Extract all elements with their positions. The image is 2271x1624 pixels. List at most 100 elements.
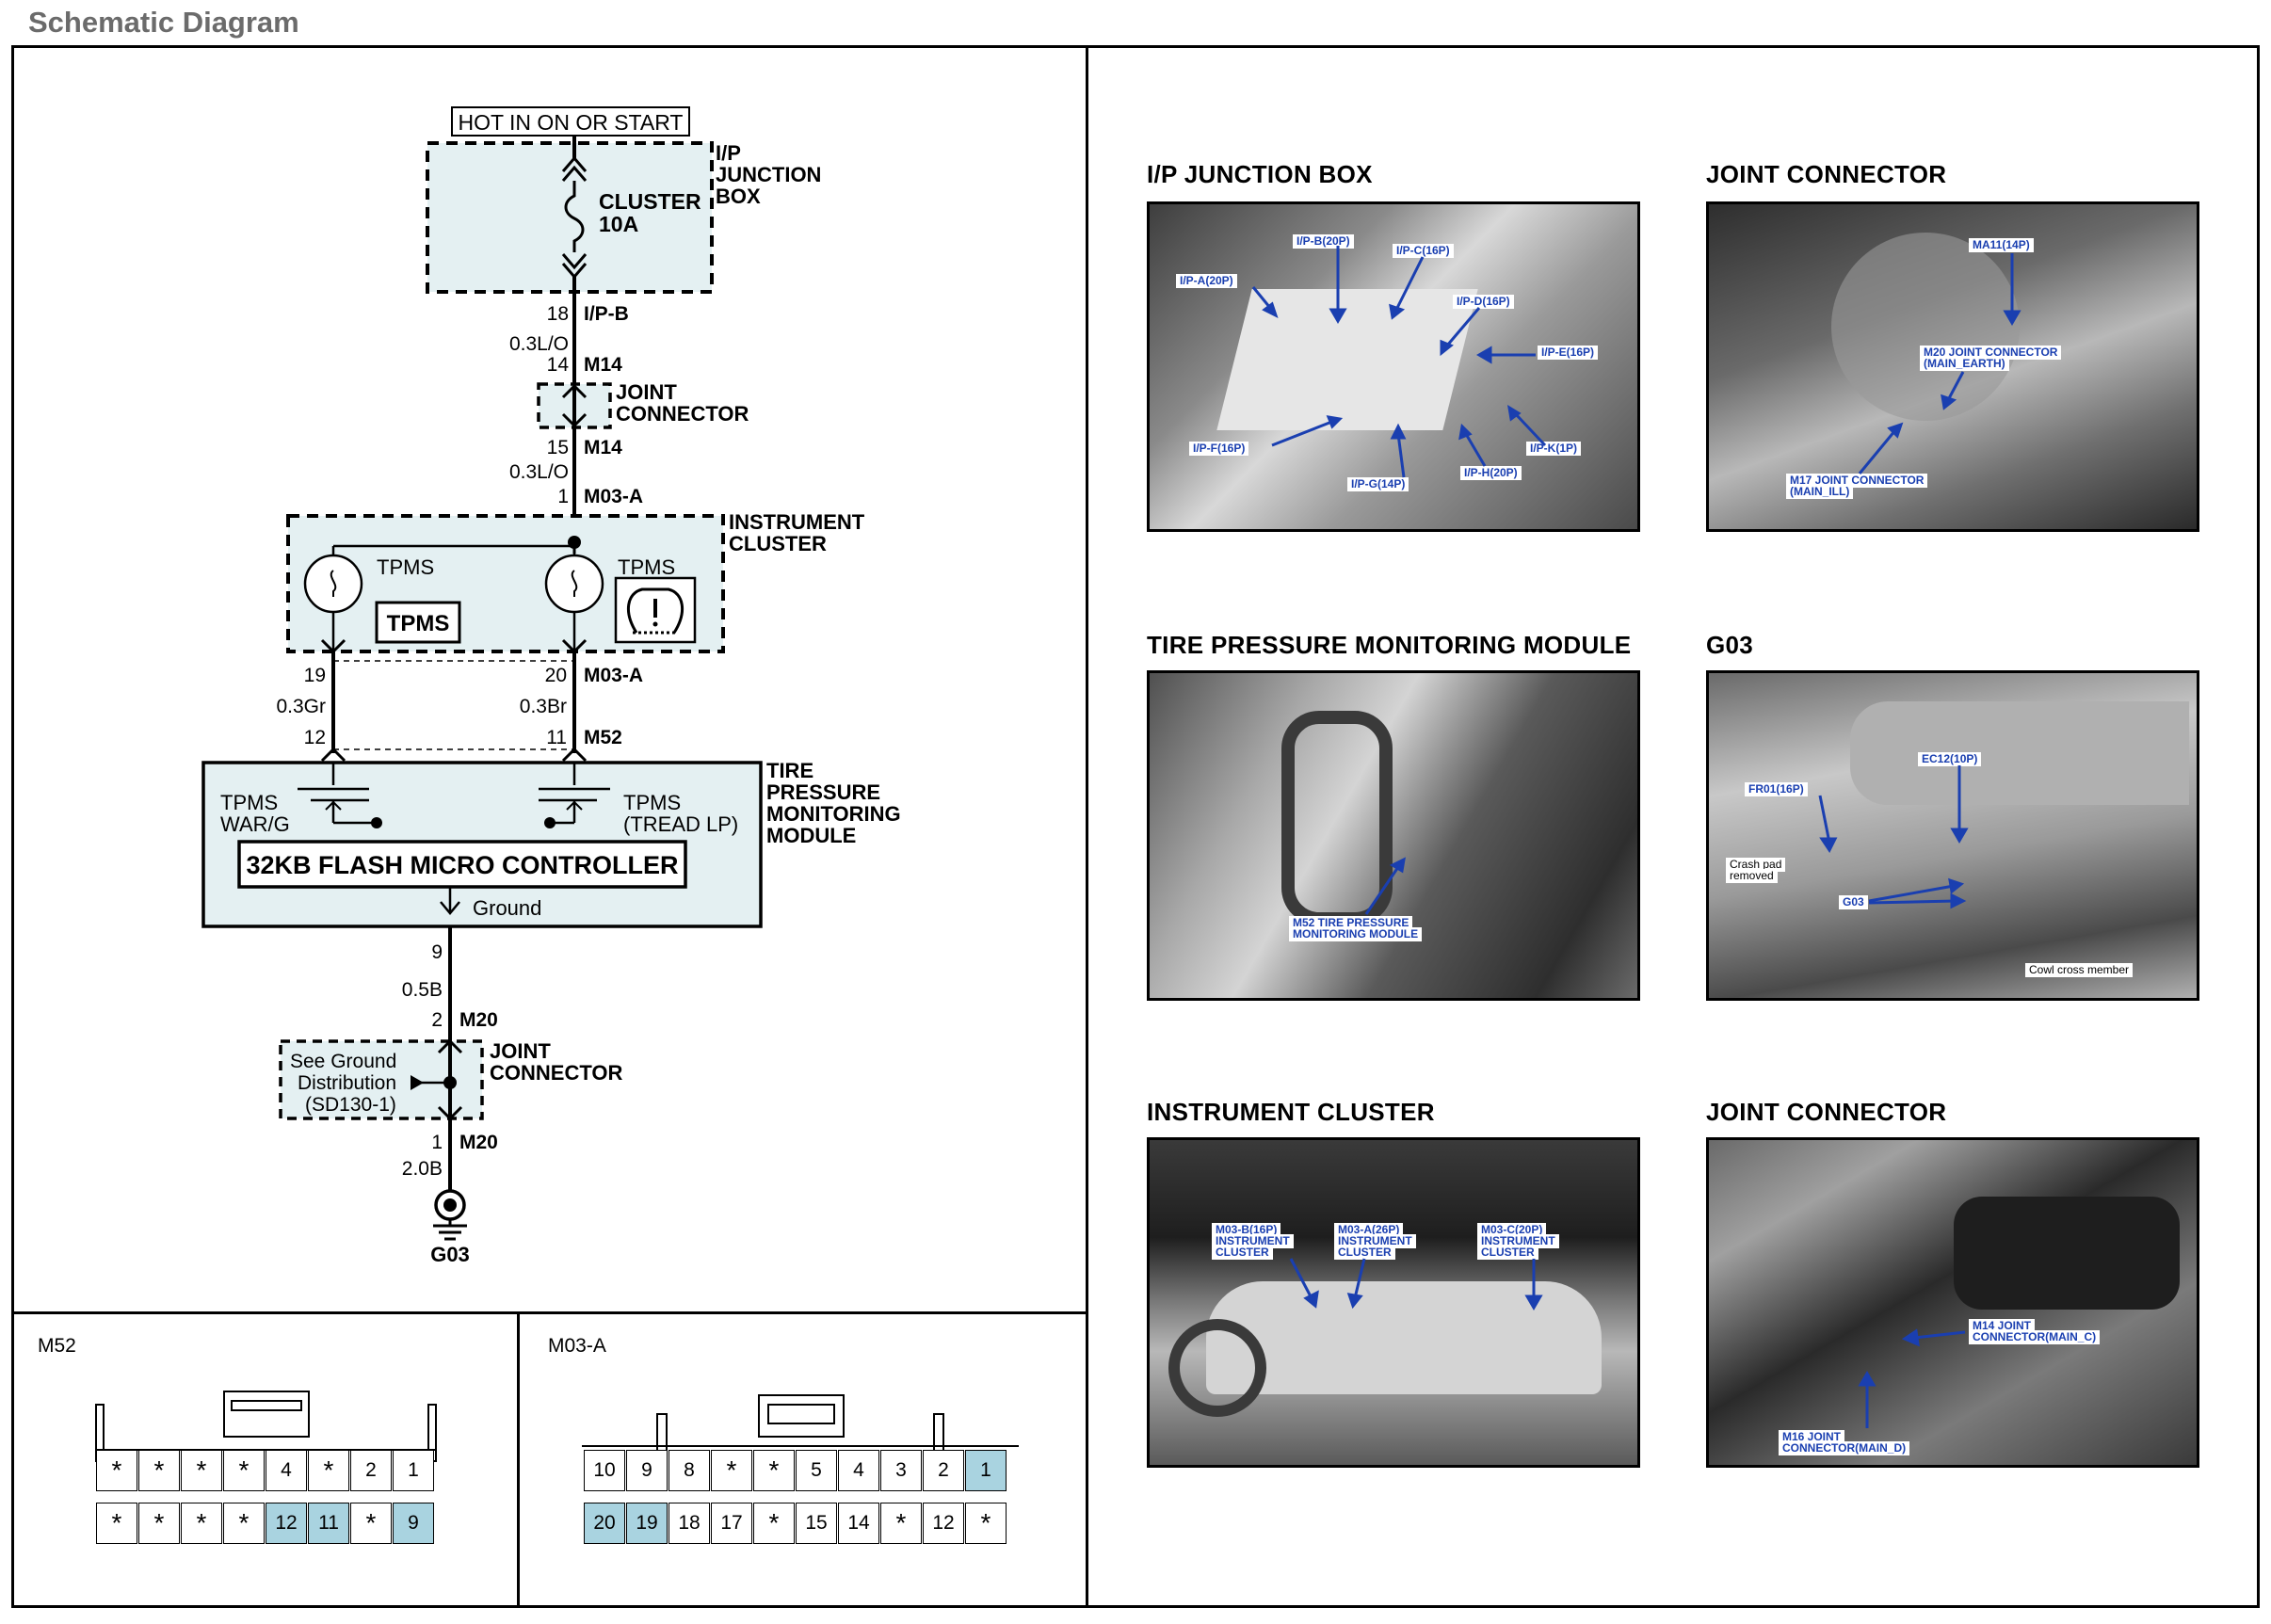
svg-text:M14: M14 bbox=[584, 437, 622, 458]
svg-text:12: 12 bbox=[304, 727, 326, 748]
svg-text:0.5B: 0.5B bbox=[402, 979, 443, 1001]
svg-text:TPMS: TPMS bbox=[387, 611, 450, 636]
svg-text:INSTRUMENT: INSTRUMENT bbox=[729, 510, 865, 534]
svg-text:TPMS: TPMS bbox=[220, 791, 278, 814]
m52-label: M52 bbox=[38, 1335, 76, 1357]
svg-text:19: 19 bbox=[304, 665, 326, 686]
photo-joint-connector-2: M14 JOINT CONNECTOR(MAIN_C) M16 JOINT CO… bbox=[1706, 1137, 2199, 1468]
svg-text:32KB FLASH MICRO CONTROLLER: 32KB FLASH MICRO CONTROLLER bbox=[247, 851, 679, 879]
photo-title-ip-junction-box: I/P JUNCTION BOX bbox=[1147, 160, 1373, 188]
svg-text:15: 15 bbox=[547, 437, 569, 458]
m03a-pin: 5 bbox=[796, 1450, 837, 1491]
svg-text:1: 1 bbox=[557, 486, 569, 507]
svg-text:MONITORING: MONITORING bbox=[766, 802, 901, 826]
photo-title-joint-connector-1: JOINT CONNECTOR bbox=[1706, 160, 1947, 188]
svg-text:18: 18 bbox=[547, 303, 569, 325]
m52-pin: * bbox=[223, 1503, 265, 1544]
junction-box bbox=[426, 141, 714, 294]
m52-pin: * bbox=[181, 1503, 222, 1544]
svg-text:CONNECTOR: CONNECTOR bbox=[616, 402, 749, 426]
svg-text:Ground: Ground bbox=[473, 896, 541, 920]
micro-controller-box bbox=[237, 840, 687, 889]
svg-text:(TREAD LP): (TREAD LP) bbox=[623, 812, 738, 836]
svg-text:M52: M52 bbox=[584, 727, 622, 748]
m52-pin: 11 bbox=[308, 1503, 349, 1544]
svg-text:20: 20 bbox=[545, 665, 567, 686]
m52-pin: * bbox=[181, 1450, 222, 1491]
tpms-lamp-2 bbox=[544, 554, 604, 614]
tpms-indicator-box bbox=[375, 601, 461, 644]
svg-text:0.3L/O: 0.3L/O bbox=[509, 333, 569, 355]
svg-text:1: 1 bbox=[431, 1132, 443, 1153]
fuse-rating: 10A bbox=[599, 212, 638, 236]
m03a-pin: 10 bbox=[584, 1450, 625, 1491]
m03a-pin: 9 bbox=[626, 1450, 668, 1491]
svg-text:0.3L/O: 0.3L/O bbox=[509, 461, 569, 483]
page-title: Schematic Diagram bbox=[28, 6, 299, 39]
svg-text:MODULE: MODULE bbox=[766, 824, 856, 847]
photo-title-tpms-module: TIRE PRESSURE MONITORING MODULE bbox=[1147, 631, 1632, 659]
m52-pin: 4 bbox=[266, 1450, 307, 1491]
photo-title-g03: G03 bbox=[1706, 631, 1754, 659]
m03a-pin: 17 bbox=[711, 1503, 752, 1544]
m03a-pin: 19 bbox=[626, 1503, 668, 1544]
photo-tpms-module: M52 TIRE PRESSURE MONITORING MODULE bbox=[1147, 670, 1640, 1001]
m52-pin: * bbox=[223, 1450, 265, 1491]
fuse-name: CLUSTER bbox=[599, 189, 701, 214]
svg-text:9: 9 bbox=[431, 941, 443, 963]
m52-pin: * bbox=[138, 1503, 180, 1544]
photo-g03: EC12(10P) FR01(16P) Crash pad removed G0… bbox=[1706, 670, 2199, 1001]
m03a-pin: 1 bbox=[965, 1450, 1007, 1491]
svg-text:PRESSURE: PRESSURE bbox=[766, 780, 880, 804]
power-label: HOT IN ON OR START bbox=[459, 110, 684, 135]
svg-text:M20: M20 bbox=[459, 1009, 498, 1031]
ground-name: G03 bbox=[430, 1243, 470, 1266]
m03a-pin: 14 bbox=[838, 1503, 879, 1544]
m52-pin: 1 bbox=[393, 1450, 434, 1491]
m03a-pin: * bbox=[753, 1503, 795, 1544]
svg-text:M03-A: M03-A bbox=[584, 486, 643, 507]
photo-title-joint-connector-2: JOINT CONNECTOR bbox=[1706, 1098, 1947, 1126]
connector-divider bbox=[517, 1311, 520, 1608]
svg-text:M14: M14 bbox=[584, 354, 622, 376]
m03a-pin: 18 bbox=[668, 1503, 710, 1544]
m52-pin: 2 bbox=[350, 1450, 392, 1491]
svg-text:TIRE: TIRE bbox=[766, 759, 813, 782]
m52-pin: 12 bbox=[266, 1503, 307, 1544]
m52-pin: * bbox=[96, 1450, 137, 1491]
photo-ip-junction-box: I/P-B(20P) I/P-C(16P) I/P-A(20P) I/P-D(1… bbox=[1147, 201, 1640, 532]
m03a-pin: 20 bbox=[584, 1503, 625, 1544]
svg-text:CLUSTER: CLUSTER bbox=[729, 532, 827, 555]
m03a-pin: 3 bbox=[880, 1450, 922, 1491]
m03a-pin: * bbox=[880, 1503, 922, 1544]
svg-text:0.3Gr: 0.3Gr bbox=[276, 696, 326, 717]
svg-text:WAR/G: WAR/G bbox=[220, 812, 290, 836]
svg-text:M20: M20 bbox=[459, 1132, 498, 1153]
tpms-lamp-1 bbox=[303, 554, 363, 614]
svg-text:See Ground: See Ground bbox=[290, 1051, 396, 1072]
svg-text:CONNECTOR: CONNECTOR bbox=[490, 1061, 622, 1085]
svg-text:TPMS: TPMS bbox=[618, 555, 675, 579]
m03a-pin: 4 bbox=[838, 1450, 879, 1491]
schematic-diagram: HOT IN ON OR START I/P JUNCTION BOX CLUS… bbox=[201, 106, 901, 1266]
junction-box-label-3: BOX bbox=[716, 185, 761, 208]
svg-text:M03-A: M03-A bbox=[584, 665, 643, 686]
junction-box-label-1: I/P bbox=[716, 141, 741, 165]
m52-pin: * bbox=[138, 1450, 180, 1491]
photo-joint-connector-1: MA11(14P) M20 JOINT CONNECTOR (MAIN_EART… bbox=[1706, 201, 2199, 532]
svg-text:14: 14 bbox=[547, 354, 570, 376]
photo-instrument-cluster: M03-B(16P) INSTRUMENT CLUSTER M03-A(26P)… bbox=[1147, 1137, 1640, 1468]
m03a-pin: 15 bbox=[796, 1503, 837, 1544]
m52-pin: * bbox=[350, 1503, 392, 1544]
svg-text:0.3Br: 0.3Br bbox=[520, 696, 567, 717]
m52-pin: * bbox=[96, 1503, 137, 1544]
fuse-symbol bbox=[564, 181, 585, 252]
ground-symbol bbox=[433, 1189, 467, 1241]
svg-text:TPMS: TPMS bbox=[377, 555, 434, 579]
m03a-pin: * bbox=[753, 1450, 795, 1491]
m03a-pin: 8 bbox=[668, 1450, 710, 1491]
m03a-pin: 12 bbox=[923, 1503, 964, 1544]
m52-pin: 9 bbox=[393, 1503, 434, 1544]
svg-text:I/P-B: I/P-B bbox=[584, 303, 629, 325]
m03a-connector-outline bbox=[582, 1394, 1019, 1464]
